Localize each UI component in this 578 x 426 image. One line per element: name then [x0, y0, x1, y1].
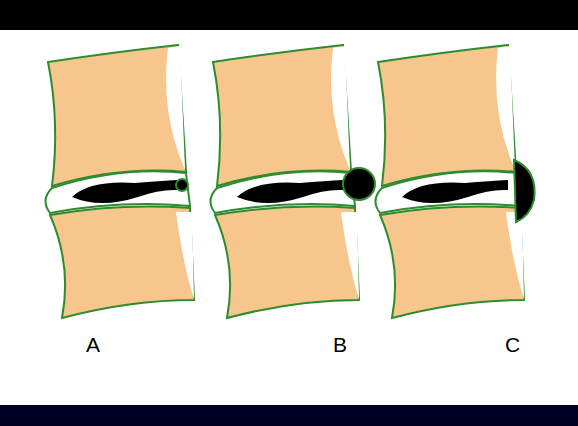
figure-letter: A: [86, 334, 100, 355]
figure-letter: C: [505, 334, 520, 355]
top-bar: [0, 0, 578, 30]
figure-letter: B: [333, 334, 347, 355]
bottom-bar: [0, 405, 578, 426]
spine-figure-c: [375, 45, 534, 318]
spine-figure-a: [45, 45, 194, 318]
spine-figure-b: [210, 45, 375, 318]
